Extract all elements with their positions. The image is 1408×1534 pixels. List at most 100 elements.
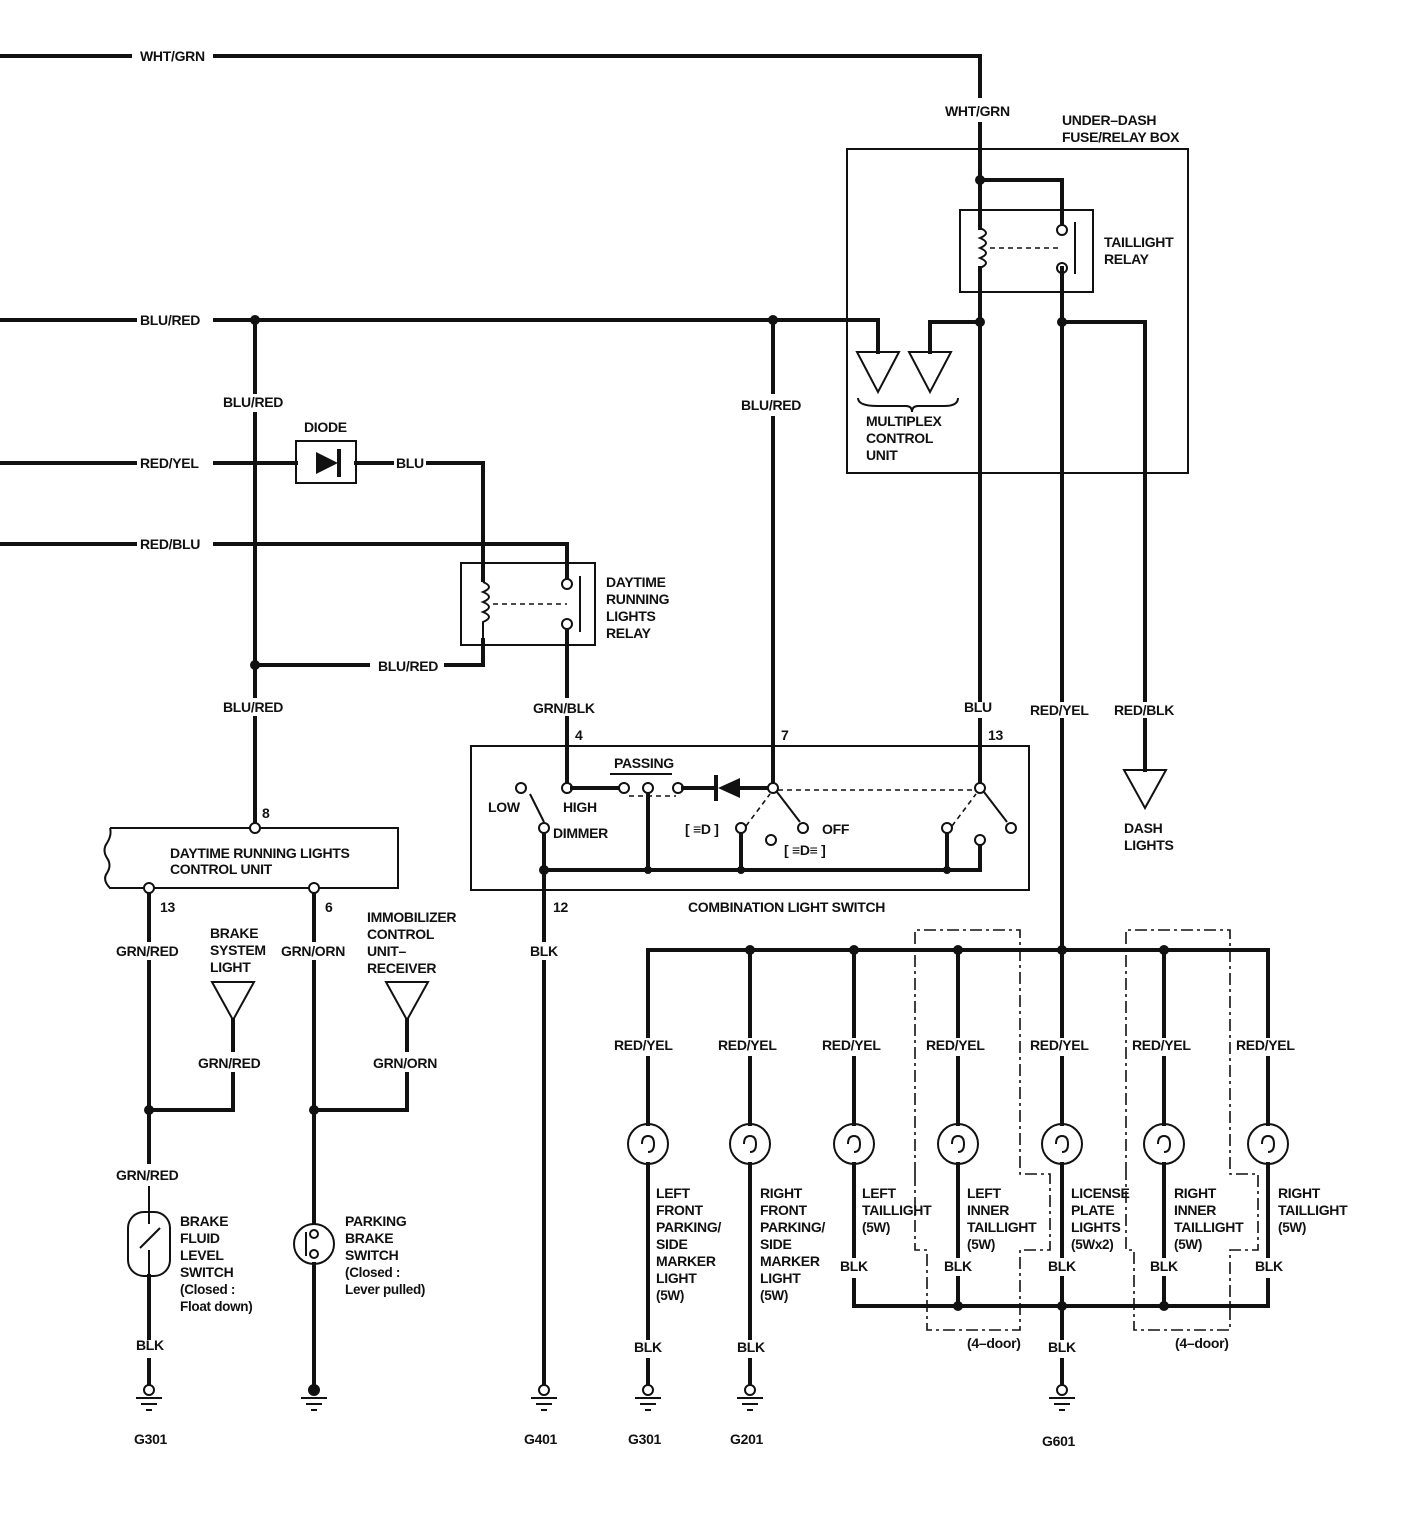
ground-label-g301-b: G301 — [628, 1431, 662, 1447]
wire-label-wht-grn: WHT/GRN — [140, 48, 205, 64]
rfp-label-3: PARKING/ — [760, 1219, 825, 1235]
wire-label-blk-lp: BLK — [1048, 1258, 1076, 1274]
lit-label-3: TAILLIGHT — [967, 1219, 1037, 1235]
wire-label-grn-red-2: GRN/RED — [198, 1055, 261, 1071]
four-door-options: (4–door) (4–door) — [914, 929, 1259, 1351]
switch-ground-wire: BLK — [530, 868, 558, 1388]
label-passing: PASSING — [614, 755, 674, 771]
label-dimmer: DIMMER — [553, 825, 608, 841]
brake-light-label-1: BRAKE — [210, 925, 258, 941]
wire-label-blk-lt: BLK — [840, 1258, 868, 1274]
label-park-symbol: [ ≡D≡ ] — [784, 842, 825, 858]
left-inner-taillight: RED/YEL LEFT INNER TAILLIGHT (5W) BLK — [926, 1037, 1037, 1308]
wire-label-red-yel-rt: RED/YEL — [1236, 1037, 1295, 1053]
pin-8-drl: 8 — [262, 805, 270, 821]
ground-g301-b: G301 — [628, 1384, 662, 1447]
multiplex-label-1: MULTIPLEX — [866, 413, 943, 429]
rit-label-2: INNER — [1174, 1202, 1216, 1218]
wire-label-red-yel-input: RED/YEL — [140, 455, 199, 471]
taillight-relay-label-2: RELAY — [1104, 251, 1150, 267]
pbs-label-4: (Closed : — [345, 1265, 400, 1280]
rt-label-2: TAILLIGHT — [1278, 1202, 1348, 1218]
four-door-label-2: (4–door) — [1175, 1335, 1229, 1351]
multiplex-label-3: UNIT — [866, 447, 898, 463]
label-off: OFF — [822, 821, 850, 837]
rfp-label-4: SIDE — [760, 1236, 791, 1252]
wire-label-blk-rfp: BLK — [737, 1339, 765, 1355]
bfls-label-2: FLUID — [180, 1230, 220, 1246]
multiplex-label-2: CONTROL — [866, 430, 934, 446]
blu-to-switch-13: BLU 13 — [964, 699, 1004, 787]
lp-label-3: LIGHTS — [1071, 1219, 1121, 1235]
brake-fluid-level-switch: BRAKE FLUID LEVEL SWITCH (Closed : Float… — [127, 1186, 253, 1388]
lp-label-2: PLATE — [1071, 1202, 1114, 1218]
rfp-label-6: LIGHT — [760, 1270, 801, 1286]
right-front-parking-light: RED/YEL RIGHT FRONT PARKING/ SIDE MARKER… — [718, 1037, 826, 1388]
wire-label-blk-lit: BLK — [944, 1258, 972, 1274]
wire-label-grn-red-1: GRN/RED — [116, 943, 179, 959]
immobilizer-label-2: CONTROL — [367, 926, 435, 942]
lfp-label-7: (5W) — [656, 1288, 684, 1303]
wire-label-red-yel-lfp: RED/YEL — [614, 1037, 673, 1053]
wire-label-blk-rt: BLK — [1255, 1258, 1283, 1274]
rfp-label-1: RIGHT — [760, 1185, 803, 1201]
wire-label-red-yel-lp: RED/YEL — [1030, 1037, 1089, 1053]
blu-red-main-wire: BLU/RED — [0, 266, 985, 702]
lfp-label-3: PARKING/ — [656, 1219, 721, 1235]
wire-label-blu-red-sw: BLU/RED — [741, 397, 801, 413]
lt-label-1: LEFT — [862, 1185, 897, 1201]
drl-control-unit: DAYTIME RUNNING LIGHTS CONTROL UNIT 13 6 — [103, 822, 399, 915]
ground-g301-a: G301 — [134, 1384, 168, 1447]
pin-4-switch: 4 — [575, 727, 583, 743]
immobilizer-label-1: IMMOBILIZER — [367, 909, 456, 925]
label-low: LOW — [488, 799, 521, 815]
pin-7-switch: 7 — [781, 727, 789, 743]
wire-label-blk-g301a: BLK — [136, 1337, 164, 1353]
wire-label-red-blu: RED/BLU — [140, 536, 200, 552]
rt-label-3: (5W) — [1278, 1220, 1306, 1235]
brake-light-label-2: SYSTEM — [210, 942, 266, 958]
lit-label-2: INNER — [967, 1202, 1009, 1218]
pin-12-switch: 12 — [553, 899, 568, 915]
bfls-label-1: BRAKE — [180, 1213, 228, 1229]
taillight-relay-label-1: TAILLIGHT — [1104, 234, 1174, 250]
drl-relay-label-2: RUNNING — [606, 591, 670, 607]
drl-relay-label-4: RELAY — [606, 625, 652, 641]
red-yel-taillight-feed: RED/YEL RED/BLK DASH LIGHTS — [1030, 266, 1175, 952]
right-taillight: RED/YEL RIGHT TAILLIGHT (5W) BLK — [1236, 1037, 1348, 1274]
wire-label-grn-orn-2: GRN/ORN — [373, 1055, 437, 1071]
lfp-label-5: MARKER — [656, 1253, 716, 1269]
bfls-label-4: SWITCH — [180, 1264, 234, 1280]
pbs-label-1: PARKING — [345, 1213, 407, 1229]
lit-label-4: (5W) — [967, 1237, 995, 1252]
ground-g601: G601 — [1042, 1384, 1076, 1449]
label-headlight-symbol: [ ≡D ] — [685, 821, 719, 837]
label-high: HIGH — [563, 799, 597, 815]
combination-switch-label: COMBINATION LIGHT SWITCH — [688, 899, 885, 915]
rit-label-1: RIGHT — [1174, 1185, 1217, 1201]
lfp-label-6: LIGHT — [656, 1270, 697, 1286]
grn-orn-wire: GRN/ORN GRN/ORN IMMOBILIZER CONTROL UNIT… — [281, 892, 457, 1224]
dash-lights-label-1: DASH — [1124, 820, 1163, 836]
blu-red-left-vertical: BLU/RED BLU/RED BLU/RED 8 — [223, 318, 485, 830]
lfp-label-4: SIDE — [656, 1236, 687, 1252]
pbs-label-5: Lever pulled) — [345, 1282, 425, 1297]
diode: DIODE — [295, 419, 357, 484]
wire-label-red-blk: RED/BLK — [1114, 702, 1174, 718]
wire-label-blu-red-main: BLU/RED — [140, 312, 200, 328]
grn-blk-wire: GRN/BLK 4 7 — [533, 628, 789, 788]
wire-label-blk-g601: BLK — [1048, 1339, 1076, 1355]
blu-red-to-switch: BLU/RED — [741, 318, 802, 787]
wire-label-grn-orn-1: GRN/ORN — [281, 943, 345, 959]
lt-label-2: TAILLIGHT — [862, 1202, 932, 1218]
wire-label-blk-rit: BLK — [1150, 1258, 1178, 1274]
grn-red-wire: GRN/RED GRN/RED GRN/RED BRAKE SYSTEM LIG… — [116, 892, 266, 1183]
pbs-label-3: SWITCH — [345, 1247, 399, 1263]
combination-light-switch: COMBINATION LIGHT SWITCH LOW HIGH DIMMER… — [470, 745, 1030, 915]
lp-label-4: (5Wx2) — [1071, 1237, 1113, 1252]
drl-relay: DAYTIME RUNNING LIGHTS RELAY — [460, 562, 670, 646]
wire-label-red-yel-lt: RED/YEL — [822, 1037, 881, 1053]
multiplex-control-unit: MULTIPLEX CONTROL UNIT — [855, 351, 959, 463]
ground-label-g601: G601 — [1042, 1433, 1076, 1449]
